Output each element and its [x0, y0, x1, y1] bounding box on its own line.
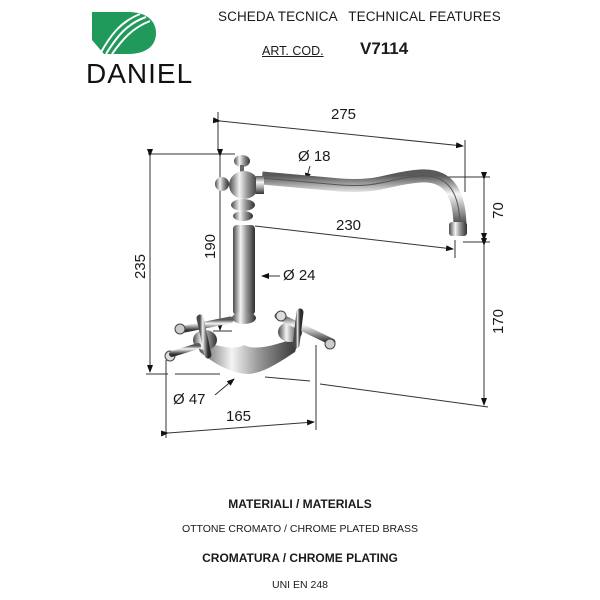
- materials-value: OTTONE CROMATO / CHROME PLATED BRASS: [181, 523, 419, 535]
- plating-value: UNI EN 248: [271, 579, 329, 591]
- dim-column-diameter: Ø 24: [283, 267, 316, 284]
- dim-spout-reach: 230: [336, 217, 362, 234]
- dim-spout-drop: 70: [489, 202, 507, 219]
- materials-heading: MATERIALI / MATERIALS: [228, 497, 372, 511]
- daniel-logo-icon: [92, 12, 156, 55]
- dim-body-height: 190: [202, 233, 220, 260]
- page-title: SCHEDA TECNICA TECHNICAL FEATURES: [218, 9, 501, 24]
- dim-spout-diameter: Ø 18: [298, 148, 331, 165]
- dim-spout-clearance: 170: [490, 308, 508, 335]
- dim-base-diameter: Ø 47: [173, 391, 206, 408]
- dim-overall-height: 235: [132, 253, 150, 280]
- brand-name: DANIEL: [86, 58, 194, 89]
- plating-heading: CROMATURA / CHROME PLATING: [202, 551, 398, 565]
- dim-handle-span: 165: [226, 408, 252, 425]
- faucet-illustration: [164, 155, 467, 374]
- article-code: V7114: [360, 39, 409, 58]
- article-code-label: ART. COD.: [262, 44, 324, 58]
- dim-overall-reach: 275: [331, 106, 357, 123]
